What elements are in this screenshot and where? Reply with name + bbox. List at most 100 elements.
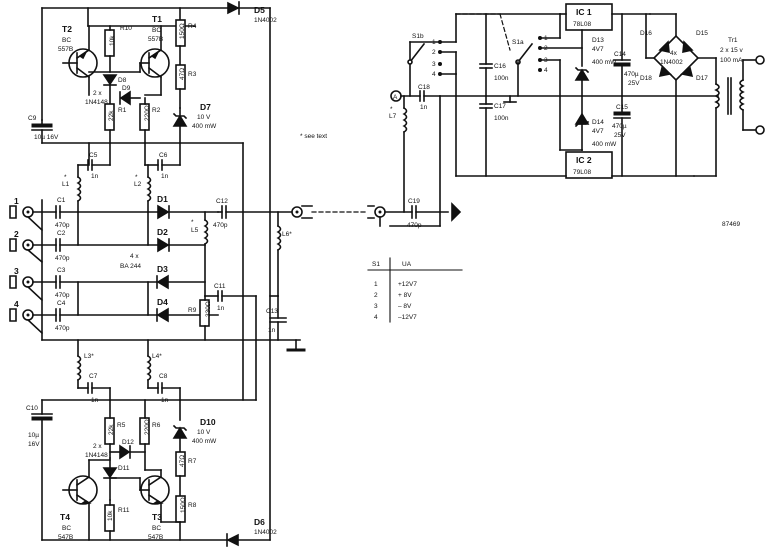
d6-type: 1N4002 — [254, 529, 277, 536]
d5-type: 1N4002 — [254, 17, 277, 24]
r7-label: R7 — [188, 458, 197, 465]
d8-d9-type: 1N4148 — [85, 99, 108, 106]
l1-label: L1 — [62, 181, 70, 188]
c10-value-b: 16V — [28, 441, 40, 448]
bridge-type: 1N4002 — [660, 59, 683, 66]
coax-connector — [367, 205, 386, 219]
regulator-ic1 — [565, 3, 613, 31]
c14-value-a: 470µ — [624, 71, 639, 78]
c9-value: 10µ 16V — [34, 134, 59, 141]
c4-value: 470p — [55, 325, 70, 332]
t3-label: T3 — [152, 512, 162, 522]
input-2-label: 2 — [14, 229, 19, 239]
table-row-1-u: +12V7 — [398, 281, 417, 288]
d11-label: D11 — [118, 465, 130, 472]
d2-label: D2 — [157, 227, 168, 237]
zener-d10 — [172, 424, 188, 439]
c16-label: C16 — [494, 63, 506, 70]
transistor-t3 — [139, 475, 170, 505]
c12-label: C12 — [216, 198, 228, 205]
ic1-type: 78L08 — [573, 21, 591, 28]
t3-num: 547B — [148, 534, 163, 541]
r8-label: R8 — [188, 502, 197, 509]
r4-label: R4 — [188, 23, 197, 30]
d7-voltage: 10 V — [197, 114, 211, 121]
c6-value: 1n — [161, 173, 169, 180]
t1-label: T1 — [152, 14, 162, 24]
s1b-label: S1b — [412, 33, 424, 40]
d7-power: 400 mW — [192, 123, 217, 130]
d8-d9-count: 2 x — [93, 90, 102, 97]
output-arrow-icon — [451, 202, 462, 222]
c6-label: C6 — [159, 152, 168, 159]
input-connector-2 — [9, 238, 34, 252]
d10-voltage: 10 V — [197, 429, 211, 436]
c10-value-a: 10µ — [28, 432, 39, 439]
r5-label: R5 — [117, 422, 126, 429]
diode-d12 — [119, 444, 131, 460]
input-connector-4 — [9, 308, 34, 322]
mains-terminal-1 — [755, 55, 765, 65]
s1a-pos4: 4 — [544, 67, 548, 74]
diode-d2 — [157, 237, 170, 253]
t4-label: T4 — [60, 512, 70, 522]
t1-type: BC — [152, 27, 161, 34]
l5-star: * — [191, 219, 194, 226]
s1b-pos1: 1 — [432, 39, 436, 46]
d10-power: 400 mW — [192, 438, 217, 445]
r2-value: 220Ω — [144, 105, 151, 121]
c8-label: C8 — [159, 373, 168, 380]
d14-voltage: 4V7 — [592, 128, 604, 135]
c3-value: 470p — [55, 292, 70, 299]
diode-d8 — [102, 74, 118, 86]
input-1-label: 1 — [14, 196, 19, 206]
diode-d3 — [156, 274, 169, 290]
c5-value: 1n — [91, 173, 99, 180]
ic2-label: IC 2 — [576, 155, 592, 165]
l1-star: * — [64, 174, 67, 181]
table-header-ua: UA — [402, 261, 412, 268]
d13-power: 400 mW — [592, 59, 617, 66]
table-row-2-s: 2 — [374, 292, 378, 299]
d14-power: 400 mW — [592, 141, 617, 148]
diode-d4 — [156, 307, 169, 323]
table-row-1-s: 1 — [374, 281, 378, 288]
d4-label: D4 — [157, 297, 168, 307]
d10-label: D10 — [200, 417, 216, 427]
diode-d6 — [226, 533, 239, 547]
l7-label: L7 — [389, 113, 397, 120]
r3-value: 47Ω — [179, 68, 186, 80]
d13-voltage: 4V7 — [592, 46, 604, 53]
c10-label: C10 — [26, 405, 38, 412]
d14-label: D14 — [592, 119, 604, 126]
d7-label: D7 — [200, 102, 211, 112]
c17-label: C17 — [494, 103, 506, 110]
t1-num: 557B — [148, 36, 163, 43]
c11-label: C11 — [214, 283, 226, 290]
ic1-label: IC 1 — [576, 7, 592, 17]
input-3-label: 3 — [14, 266, 19, 276]
s1b-pos3: 3 — [432, 61, 436, 68]
r6-label: R6 — [152, 422, 161, 429]
transistor-t1 — [139, 48, 170, 79]
transistor-t2 — [62, 48, 98, 79]
c3-label: C3 — [57, 267, 66, 274]
bridge-rectifier — [649, 13, 700, 82]
d18-label: D18 — [640, 75, 652, 82]
output-connector — [291, 205, 313, 219]
regulator-ic2 — [565, 151, 613, 179]
d1-label: D1 — [157, 194, 168, 204]
c2-label: C2 — [57, 230, 66, 237]
c13-label: C13 — [266, 308, 278, 315]
bridge-count: 4x — [670, 50, 678, 57]
diode-d9 — [119, 90, 131, 106]
d11-d12-type: 1N4148 — [85, 452, 108, 459]
input-connector-3 — [9, 275, 34, 289]
l7-star: * — [390, 106, 393, 113]
r1-value: 22k — [108, 110, 115, 121]
r3-label: R3 — [188, 71, 197, 78]
c2-value: 470p — [55, 255, 70, 262]
s1a-label: S1a — [512, 39, 524, 46]
c9-label: C9 — [28, 115, 37, 122]
